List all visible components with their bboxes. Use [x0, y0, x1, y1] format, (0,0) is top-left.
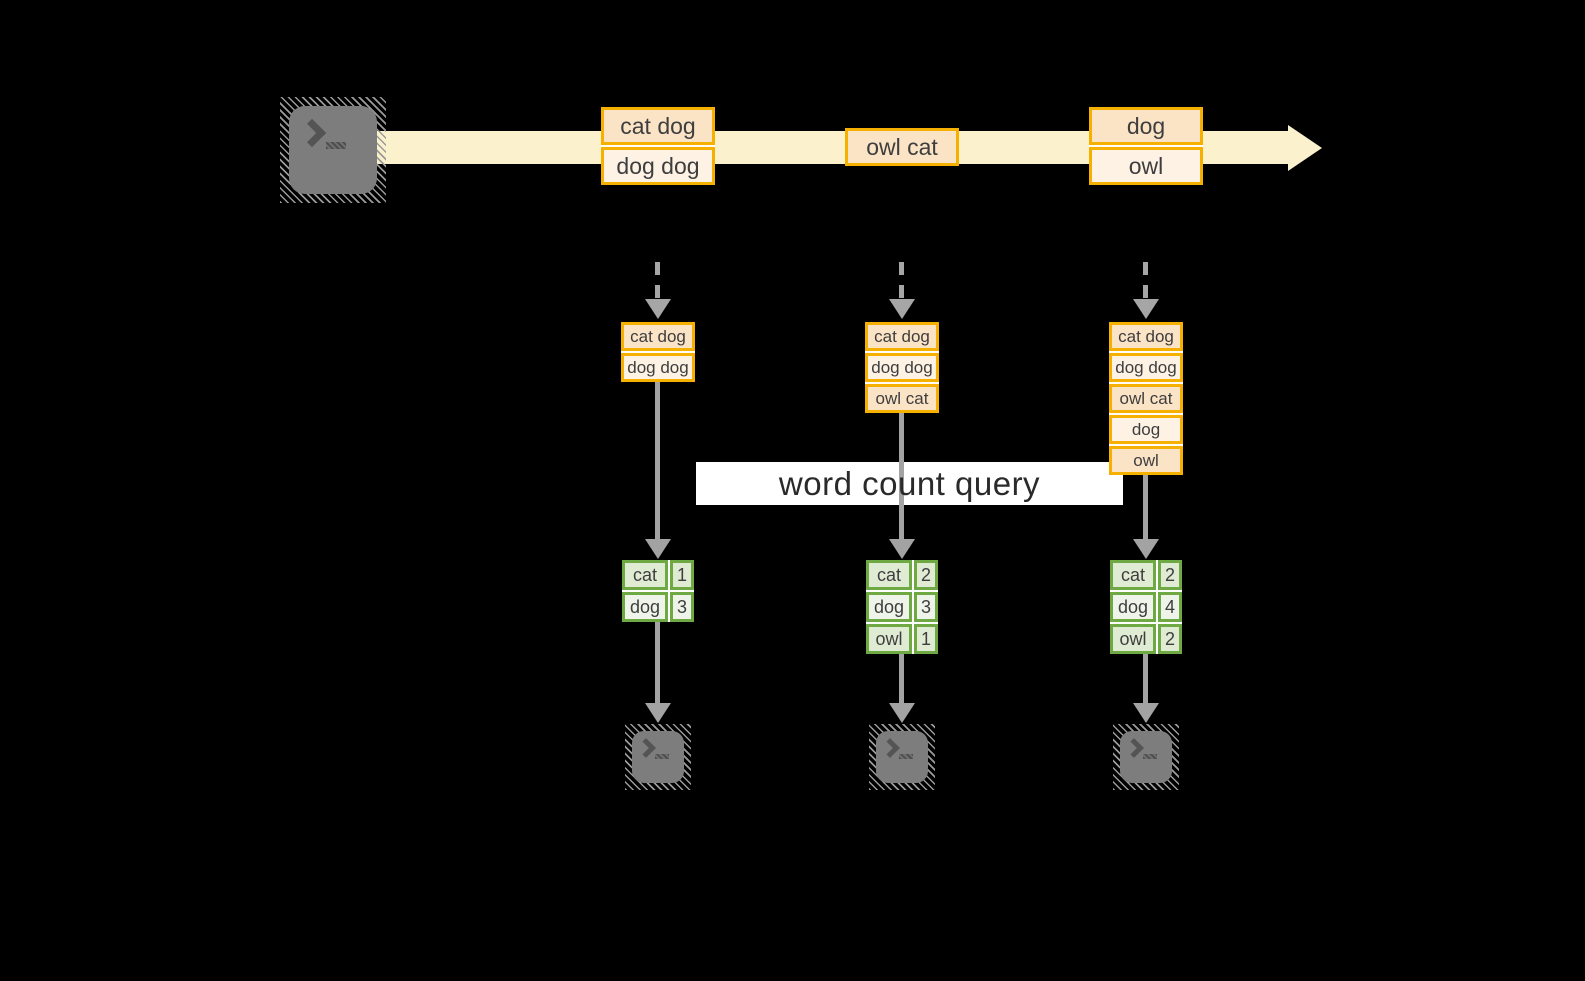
result-count: 2 — [1158, 624, 1182, 654]
result-row: cat 2 — [866, 560, 938, 590]
input-table-row: dog — [1109, 415, 1183, 444]
stream-batch-1: cat dog dog dog — [601, 107, 715, 185]
terminal-body — [289, 106, 377, 194]
stream-batch-line: dog dog — [601, 147, 715, 185]
output-terminal-icon-1 — [625, 724, 691, 790]
result-count: 1 — [670, 560, 694, 590]
trigger-arrowhead-3 — [1133, 299, 1159, 319]
stream-batch-3: dog owl — [1089, 107, 1203, 185]
stream-batch-2: owl cat — [845, 128, 959, 166]
result-count: 2 — [914, 560, 938, 590]
result-count: 2 — [1158, 560, 1182, 590]
result-row: dog 3 — [622, 592, 694, 622]
input-table-row: cat dog — [1109, 322, 1183, 351]
result-count: 3 — [670, 592, 694, 622]
input-table-3: cat dog dog dog owl cat dog owl — [1109, 322, 1183, 475]
query-label: word count query — [778, 464, 1041, 502]
output-terminal-icon-3 — [1113, 724, 1179, 790]
output-arrow-line-3 — [1143, 654, 1148, 705]
input-table-row: owl cat — [865, 384, 939, 413]
trigger-arrow-line-3 — [1143, 262, 1148, 302]
result-word: cat — [622, 560, 668, 590]
stream-batch-line: owl — [1089, 147, 1203, 185]
input-table-row: dog dog — [1109, 353, 1183, 382]
result-word: dog — [622, 592, 668, 622]
query-arrowhead-3 — [1133, 539, 1159, 559]
query-band — [696, 462, 1123, 505]
stream-batch-line: dog — [1089, 107, 1203, 145]
input-terminal-icon — [280, 97, 386, 203]
result-word: dog — [866, 592, 912, 622]
query-arrow-line-2 — [899, 413, 904, 540]
result-table-3: cat 2 dog 4 owl 2 — [1110, 560, 1182, 654]
output-terminal-icon-2 — [869, 724, 935, 790]
result-word: cat — [866, 560, 912, 590]
result-word: cat — [1110, 560, 1156, 590]
result-row: dog 4 — [1110, 592, 1182, 622]
result-row: owl 2 — [1110, 624, 1182, 654]
result-table-1: cat 1 dog 3 — [622, 560, 694, 622]
input-table-2: cat dog dog dog owl cat — [865, 322, 939, 413]
query-arrow-line-1 — [655, 382, 660, 540]
result-row: owl 1 — [866, 624, 938, 654]
output-arrow-line-1 — [655, 622, 660, 705]
result-table-2: cat 2 dog 3 owl 1 — [866, 560, 938, 654]
input-table-row: owl — [1109, 446, 1183, 475]
stream-batch-line: cat dog — [601, 107, 715, 145]
result-word: owl — [866, 624, 912, 654]
data-stream-arrowhead — [1288, 125, 1322, 171]
result-count: 1 — [914, 624, 938, 654]
prompt-underscore-icon — [899, 754, 913, 759]
result-row: cat 2 — [1110, 560, 1182, 590]
stream-batch-line: owl cat — [845, 128, 959, 166]
output-arrowhead-2 — [889, 703, 915, 723]
result-count: 4 — [1158, 592, 1182, 622]
trigger-arrow-line-1 — [655, 262, 660, 302]
result-row: dog 3 — [866, 592, 938, 622]
result-word: owl — [1110, 624, 1156, 654]
query-arrowhead-2 — [889, 539, 915, 559]
input-table-row: owl cat — [1109, 384, 1183, 413]
query-arrowhead-1 — [645, 539, 671, 559]
prompt-underscore-icon — [1143, 754, 1157, 759]
trigger-arrowhead-1 — [645, 299, 671, 319]
input-table-1: cat dog dog dog — [621, 322, 695, 382]
result-row: cat 1 — [622, 560, 694, 590]
prompt-underscore-icon — [326, 142, 346, 149]
input-table-row: cat dog — [865, 322, 939, 351]
prompt-underscore-icon — [655, 754, 669, 759]
output-arrowhead-3 — [1133, 703, 1159, 723]
result-count: 3 — [914, 592, 938, 622]
trigger-arrow-line-2 — [899, 262, 904, 302]
output-arrow-line-2 — [899, 654, 904, 705]
result-word: dog — [1110, 592, 1156, 622]
input-table-row: dog dog — [865, 353, 939, 382]
input-table-row: dog dog — [621, 353, 695, 382]
trigger-arrowhead-2 — [889, 299, 915, 319]
input-table-row: cat dog — [621, 322, 695, 351]
query-arrow-line-3 — [1143, 475, 1148, 540]
output-arrowhead-1 — [645, 703, 671, 723]
